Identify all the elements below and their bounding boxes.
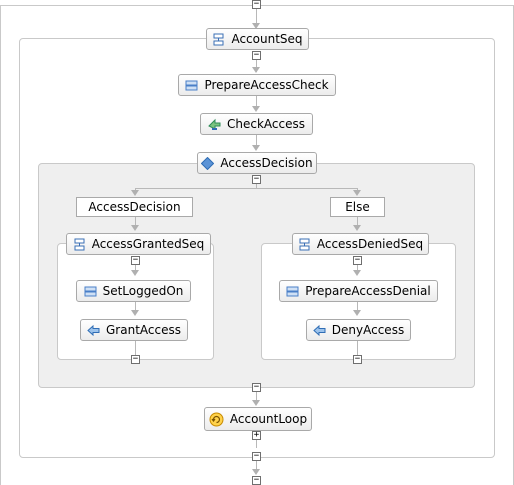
- account-seq-label: AccountSeq: [231, 32, 303, 46]
- account-loop-label: AccountLoop: [229, 412, 308, 426]
- collapse-toggle-account-seq-end[interactable]: −: [252, 451, 261, 461]
- access-granted-seq-node[interactable]: AccessGrantedSeq: [66, 233, 211, 255]
- access-denied-seq-node[interactable]: AccessDeniedSeq: [292, 233, 429, 255]
- arrow-left-3: [131, 310, 139, 316]
- assign-icon: [286, 285, 299, 298]
- prepare-access-denial-label: PrepareAccessDenial: [305, 284, 431, 298]
- connector-right-4: [357, 341, 358, 355]
- grant-access-node[interactable]: GrantAccess: [80, 319, 188, 341]
- grant-access-label: GrantAccess: [106, 323, 181, 337]
- connector-6: [256, 461, 257, 473]
- reply-icon: [87, 324, 100, 337]
- collapse-toggle-access-granted-end[interactable]: −: [131, 354, 140, 364]
- sequence-icon: [298, 238, 311, 251]
- connector-right-3: [357, 302, 358, 313]
- collapse-toggle-access-denied-seq[interactable]: −: [353, 255, 362, 265]
- arrow-2: [252, 106, 260, 112]
- set-logged-on-label: SetLoggedOn: [102, 284, 184, 298]
- case-else-label[interactable]: Else: [330, 197, 385, 217]
- collapse-toggle-access-decision[interactable]: −: [252, 174, 261, 184]
- collapse-toggle-bottom[interactable]: −: [252, 475, 261, 485]
- access-decision-node[interactable]: AccessDecision: [197, 152, 317, 174]
- loop-icon: [209, 412, 224, 427]
- arrow-3: [252, 145, 260, 151]
- connector-branch-h: [135, 188, 358, 189]
- deny-access-label: DenyAccess: [331, 323, 405, 337]
- arrow-top: [252, 23, 260, 29]
- connector-2: [256, 96, 257, 110]
- sequence-icon: [212, 33, 225, 46]
- access-granted-seq-label: AccessGrantedSeq: [91, 237, 205, 251]
- arrow-right-1: [353, 225, 361, 231]
- connector-5: [256, 440, 257, 448]
- collapse-toggle-account-seq[interactable]: −: [252, 50, 261, 60]
- prepare-access-denial-node[interactable]: PrepareAccessDenial: [279, 280, 438, 302]
- collapse-toggle-top[interactable]: −: [252, 0, 261, 9]
- connector-right-2: [357, 265, 358, 273]
- prepare-access-check-node[interactable]: PrepareAccessCheck: [178, 74, 336, 96]
- connector-1: [256, 60, 257, 72]
- access-decision-label: AccessDecision: [220, 156, 313, 170]
- assign-icon: [185, 79, 198, 92]
- arrow-right-3: [353, 310, 361, 316]
- reply-icon: [313, 324, 326, 337]
- case-access-decision-label[interactable]: AccessDecision: [76, 197, 193, 217]
- expand-toggle-account-loop[interactable]: +: [252, 430, 261, 440]
- connector-branch-root: [256, 184, 257, 189]
- collapse-toggle-access-granted-seq[interactable]: −: [131, 255, 140, 265]
- case-else-text: Else: [345, 200, 370, 214]
- connector-top: [256, 9, 257, 27]
- check-access-node[interactable]: CheckAccess: [200, 113, 313, 135]
- invoke-icon: [208, 118, 221, 131]
- deny-access-node[interactable]: DenyAccess: [306, 319, 411, 341]
- arrow-branch-left: [131, 190, 139, 196]
- sequence-icon: [73, 238, 86, 251]
- case-access-decision-text: AccessDecision: [88, 200, 181, 214]
- account-loop-node[interactable]: AccountLoop: [204, 407, 312, 431]
- connector-left-2: [135, 265, 136, 273]
- outer-left-border: [0, 5, 1, 485]
- arrow-1: [252, 67, 260, 73]
- arrow-6: [252, 469, 260, 475]
- prepare-access-check-label: PrepareAccessCheck: [204, 78, 329, 92]
- connector-4: [256, 392, 257, 402]
- connector-3: [256, 135, 257, 149]
- set-logged-on-node[interactable]: SetLoggedOn: [76, 280, 191, 302]
- assign-icon: [84, 285, 97, 298]
- arrow-4: [252, 400, 260, 406]
- access-denied-seq-label: AccessDeniedSeq: [316, 237, 424, 251]
- connector-left-3: [135, 302, 136, 313]
- arrow-branch-right: [353, 190, 361, 196]
- collapse-toggle-access-decision-end[interactable]: −: [252, 382, 261, 392]
- arrow-left-2: [131, 270, 139, 276]
- collapse-toggle-access-denied-end[interactable]: −: [353, 354, 362, 364]
- check-access-label: CheckAccess: [227, 117, 305, 131]
- connector-left-4: [135, 341, 136, 355]
- arrow-left-1: [131, 225, 139, 231]
- arrow-right-2: [353, 270, 361, 276]
- switch-diamond-icon: [201, 156, 215, 170]
- connector-left-1: [135, 217, 136, 229]
- account-seq-node[interactable]: AccountSeq: [206, 28, 309, 50]
- connector-right-1: [357, 217, 358, 229]
